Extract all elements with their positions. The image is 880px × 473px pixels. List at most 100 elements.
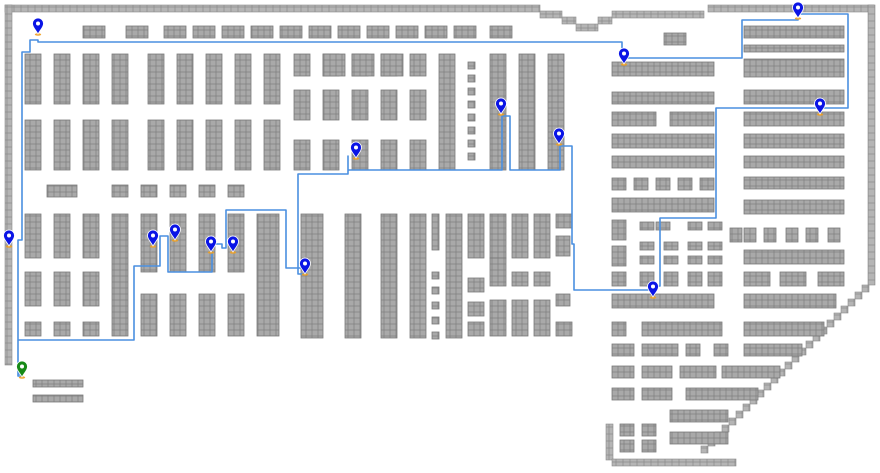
shelf-block bbox=[743, 249, 845, 265]
shelf-block bbox=[227, 184, 245, 198]
pin-body bbox=[495, 97, 507, 115]
shelf-block bbox=[32, 394, 84, 403]
shelf-block bbox=[467, 213, 485, 259]
shelf-block bbox=[489, 213, 507, 259]
shelf-block bbox=[293, 89, 311, 121]
shelf-block bbox=[380, 139, 398, 171]
wall-segment bbox=[840, 305, 849, 314]
shelf-block bbox=[555, 293, 571, 307]
shelf-block bbox=[827, 227, 841, 243]
shelf-block bbox=[611, 293, 715, 309]
shelf-block bbox=[511, 213, 529, 259]
shelf-block bbox=[467, 87, 476, 96]
shelf-block bbox=[611, 61, 715, 77]
shelf-block bbox=[511, 299, 529, 337]
shelf-block bbox=[24, 213, 42, 259]
shelf-block bbox=[785, 227, 799, 243]
pin-dot bbox=[151, 233, 155, 238]
map-pin-icon bbox=[32, 17, 44, 36]
shelf-block bbox=[655, 221, 671, 231]
pin-body bbox=[618, 47, 630, 65]
shelf-block bbox=[555, 213, 573, 229]
shelf-block bbox=[409, 139, 427, 171]
map-pin-icon bbox=[647, 280, 659, 299]
shelf-block bbox=[533, 213, 551, 259]
pin-dot bbox=[20, 364, 24, 369]
shelf-block bbox=[424, 25, 448, 39]
shelf-block bbox=[467, 113, 476, 122]
shelf-block bbox=[611, 219, 627, 241]
shelf-block bbox=[633, 177, 649, 191]
pin-dot bbox=[796, 5, 800, 10]
shelf-block bbox=[805, 227, 819, 243]
wall-segment bbox=[721, 424, 730, 433]
wall-segment bbox=[728, 417, 737, 426]
shelf-block bbox=[467, 301, 485, 317]
shelf-block bbox=[467, 126, 476, 135]
shelf-block bbox=[743, 199, 845, 215]
shelf-block bbox=[687, 221, 703, 231]
wall-segment bbox=[700, 445, 709, 454]
shelf-block bbox=[663, 271, 679, 287]
shelf-block bbox=[467, 152, 476, 161]
shelf-block bbox=[24, 119, 42, 171]
wall-segment bbox=[605, 423, 614, 461]
shelf-block bbox=[641, 321, 723, 337]
shelf-block bbox=[677, 177, 693, 191]
shelf-block bbox=[743, 321, 825, 337]
shelf-block bbox=[611, 177, 627, 191]
shelf-block bbox=[467, 139, 476, 148]
wall-segment bbox=[742, 403, 751, 412]
shelf-block bbox=[721, 365, 781, 379]
shelf-block bbox=[431, 286, 440, 295]
shelf-block bbox=[111, 213, 129, 337]
shelf-block bbox=[679, 365, 717, 379]
map-pin-icon bbox=[792, 1, 804, 20]
shelf-block bbox=[555, 235, 571, 257]
shelf-block bbox=[279, 25, 303, 39]
wall-segment bbox=[854, 291, 863, 300]
shelf-block bbox=[611, 245, 627, 267]
wall-segment bbox=[847, 298, 856, 307]
shelf-block bbox=[699, 177, 715, 191]
shelf-block bbox=[663, 241, 679, 251]
map-pin-icon bbox=[553, 127, 565, 146]
shelf-block bbox=[687, 271, 703, 287]
wall-segment bbox=[861, 284, 870, 293]
shelf-block bbox=[611, 133, 715, 149]
shelf-block bbox=[111, 53, 129, 105]
shelf-block bbox=[300, 213, 324, 339]
shelf-block bbox=[395, 25, 419, 39]
map-pin-icon bbox=[299, 257, 311, 276]
shelf-block bbox=[611, 321, 627, 337]
shelf-block bbox=[82, 271, 100, 307]
store-walls bbox=[4, 4, 876, 467]
shelf-block bbox=[308, 25, 332, 39]
pin-dot bbox=[354, 145, 358, 150]
shelf-block bbox=[140, 184, 158, 198]
shelf-block bbox=[743, 227, 757, 243]
shelf-block bbox=[111, 119, 129, 171]
shelf-block bbox=[221, 25, 245, 39]
shelf-block bbox=[169, 213, 187, 273]
wall-segment bbox=[763, 382, 772, 391]
shelf-block bbox=[611, 387, 635, 401]
shelf-block bbox=[140, 293, 158, 337]
shelf-block bbox=[641, 387, 673, 401]
shelf-block bbox=[707, 255, 723, 265]
shelf-block bbox=[445, 213, 463, 339]
pin-dot bbox=[36, 21, 40, 26]
shelf-block bbox=[743, 58, 845, 78]
pin-body bbox=[299, 257, 311, 275]
shelf-block bbox=[467, 61, 476, 70]
shelf-block bbox=[409, 89, 427, 121]
shelf-block bbox=[380, 53, 404, 77]
shelf-block bbox=[82, 53, 100, 105]
map-pin-icon bbox=[618, 47, 630, 66]
pin-body bbox=[205, 235, 217, 253]
pin-body bbox=[16, 360, 28, 378]
pin-dot bbox=[499, 101, 503, 106]
pin-dot bbox=[231, 239, 235, 244]
shelf-block bbox=[641, 439, 657, 453]
